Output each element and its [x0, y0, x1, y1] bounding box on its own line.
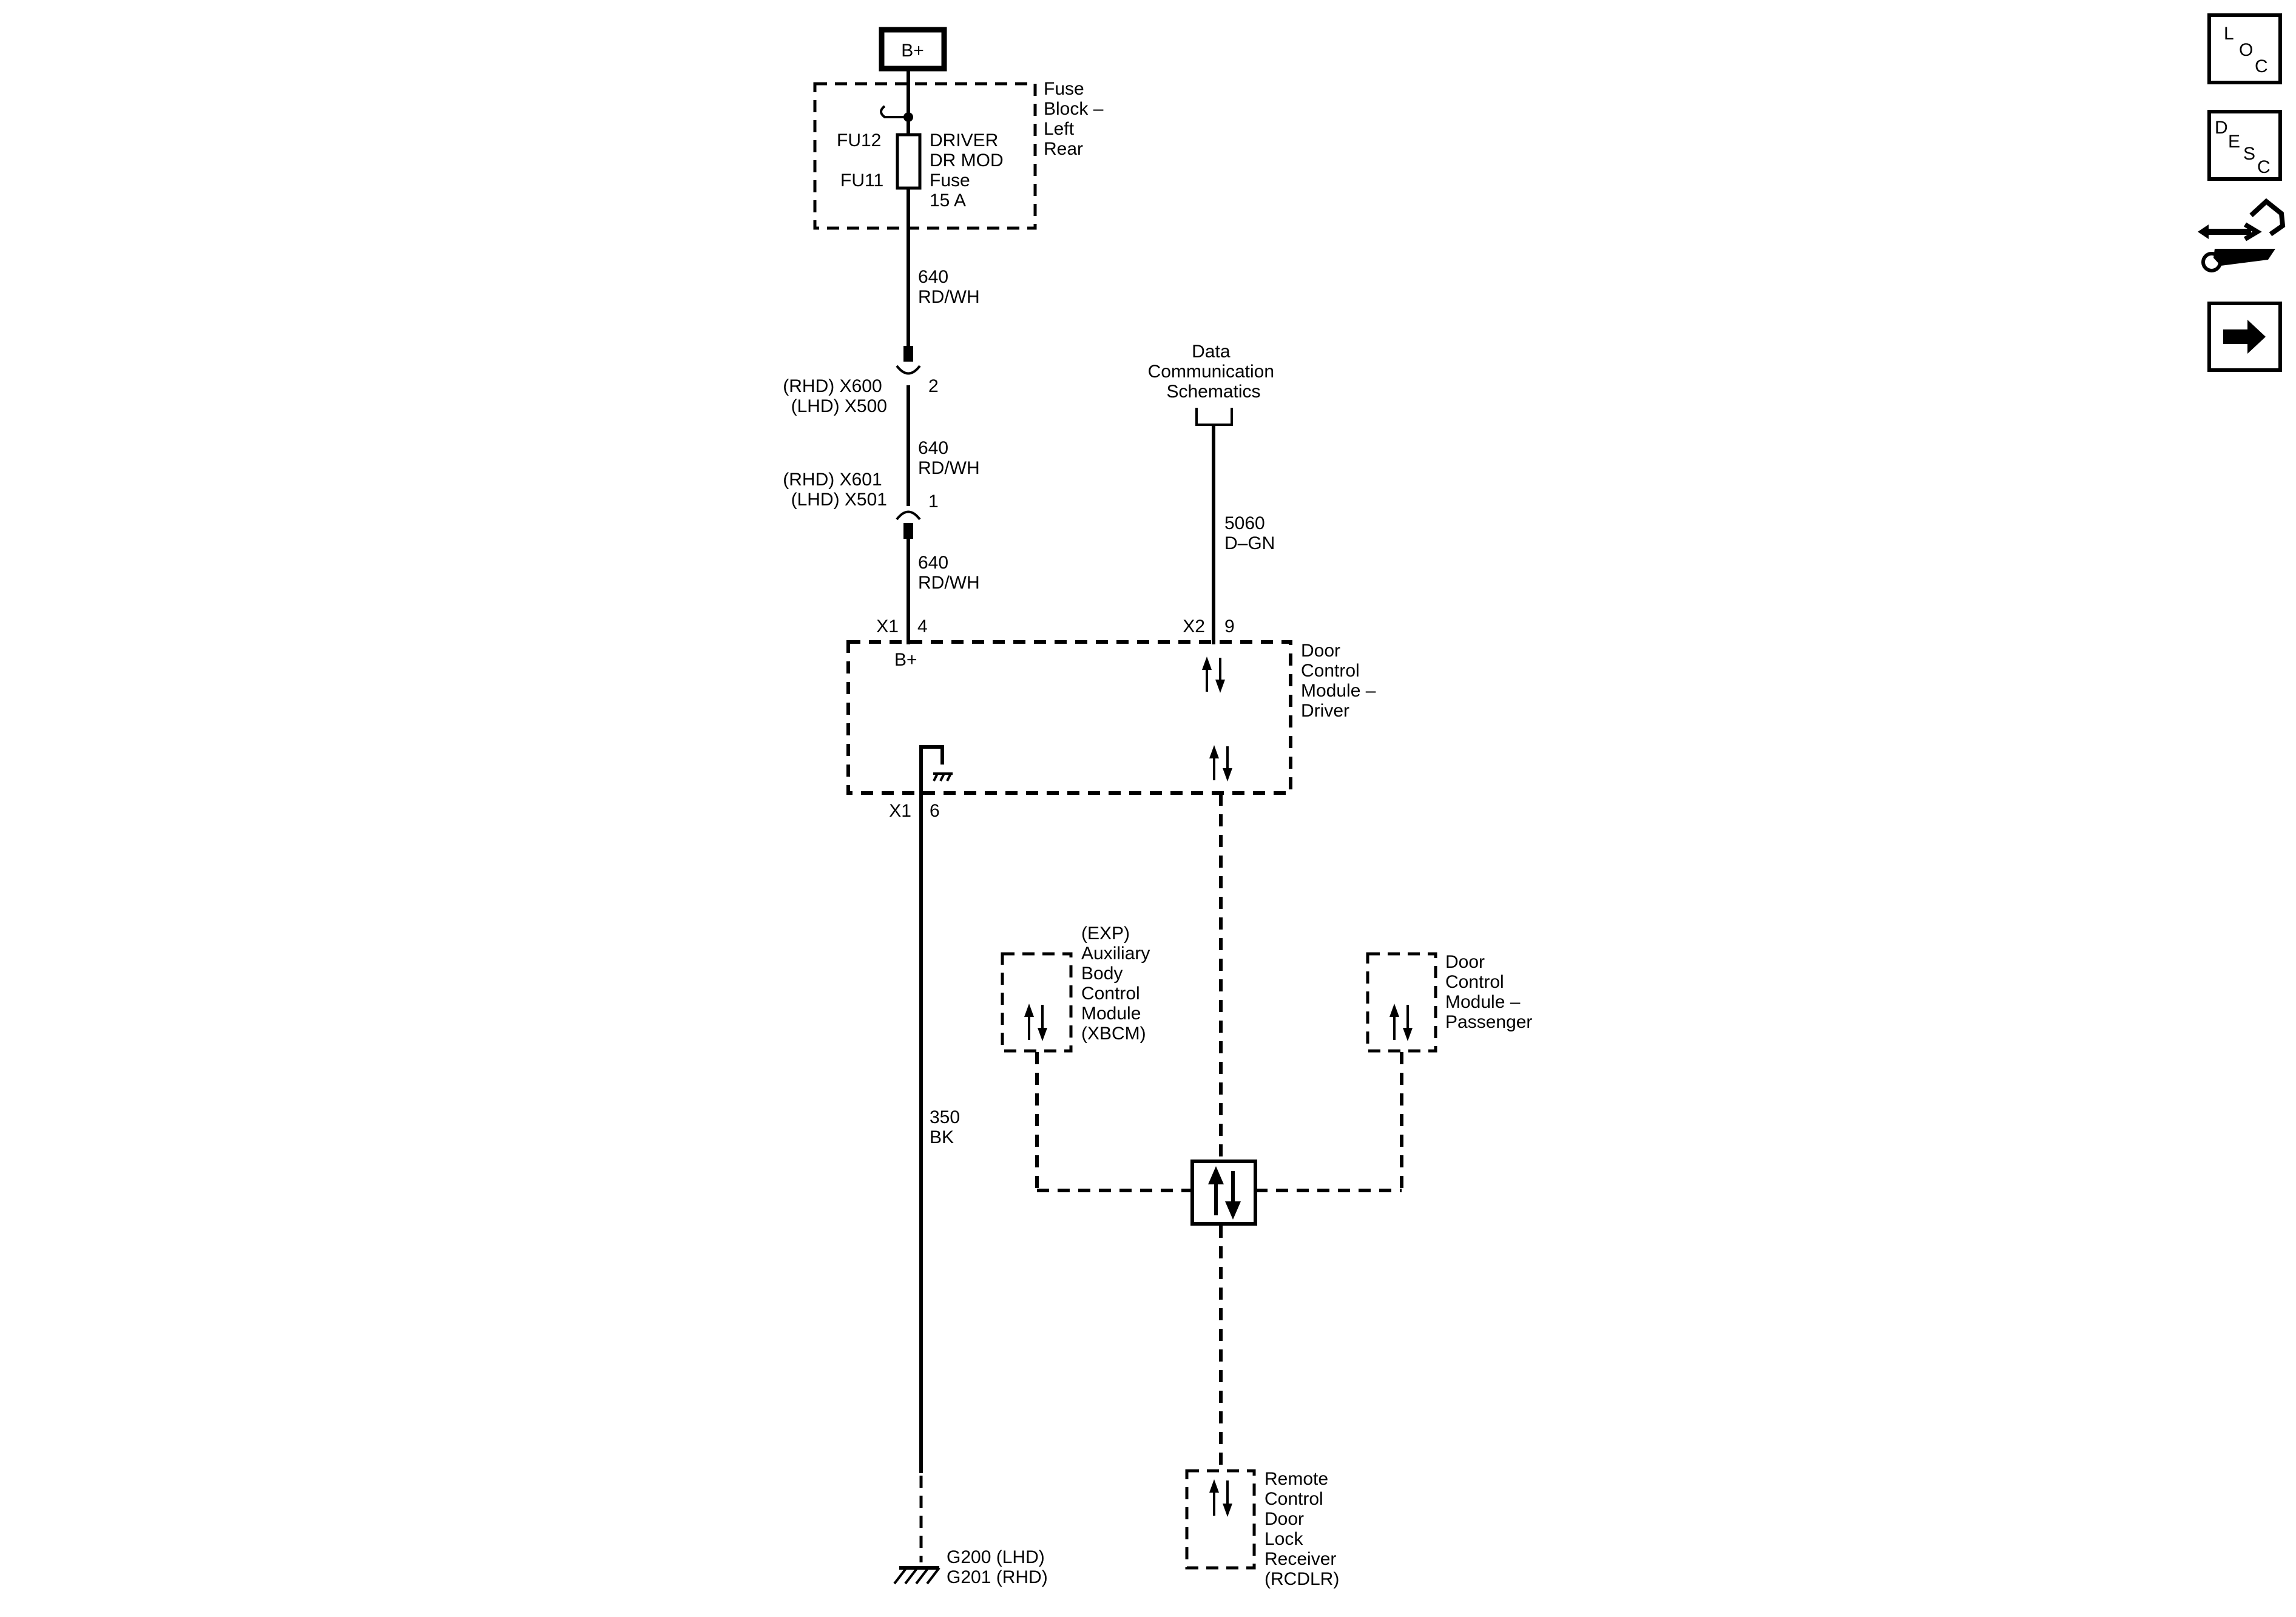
inline-connector-x600-x500: (RHD) X600 (LHD) X500 2: [783, 346, 939, 416]
ground-g200-g201: G200 (LHD) G201 (RHD): [893, 1547, 1050, 1587]
fu12-label: FU12: [837, 130, 881, 150]
svg-text:S: S: [2243, 144, 2255, 164]
wire-640-label-3: 640 RD/WH: [918, 553, 980, 593]
svg-text:C: C: [2257, 157, 2271, 177]
rcdlr-label: Remote Control Door Lock Receiver (RCDLR…: [1264, 1469, 1342, 1589]
fuse-block-name: Fuse Block – Left Rear: [1044, 79, 1109, 159]
circuit-640: 640 RD/WH 640 RD/WH 640 RD/WH: [907, 188, 980, 644]
wire-350-label: 350 BK: [930, 1107, 965, 1147]
ground-label: G200 (LHD) G201 (RHD): [947, 1547, 1050, 1587]
fu11-label: FU11: [840, 170, 883, 191]
data-communication-label: Data Communication Schematics: [1148, 342, 1280, 402]
serial-data-bus: [1035, 794, 1403, 1470]
fuse-block-left-rear: Fuse Block – Left Rear FU12 FU11 DRIVER …: [813, 69, 1109, 230]
door-control-module-passenger: Door Control Module – Passenger: [1366, 952, 1532, 1053]
dcm-x2-top-label: X2: [1183, 616, 1205, 636]
svg-text:C: C: [2255, 56, 2268, 76]
dcm-passenger-label: Door Control Module – Passenger: [1445, 952, 1532, 1032]
fuse-label: DRIVER DR MOD Fuse 15 A: [930, 130, 1008, 211]
serial-data-arrows-icon: [1389, 1004, 1413, 1041]
data-communication-reference: Data Communication Schematics 5060 D–GN: [1148, 342, 1280, 644]
desc-button[interactable]: D E S C: [2207, 110, 2282, 181]
battery-label: B+: [901, 41, 924, 61]
auxiliary-body-control-module: (EXP) Auxiliary Body Control Module (XBC…: [1001, 923, 1155, 1053]
next-page-button[interactable]: [2207, 302, 2282, 372]
connector-end-view-icon[interactable]: [2198, 198, 2286, 272]
xbcm-label: (EXP) Auxiliary Body Control Module (XBC…: [1081, 923, 1155, 1044]
serial-data-arrows-icon: [1024, 1004, 1047, 1041]
loc-button[interactable]: L O C: [2207, 13, 2282, 84]
circuit-350: 350 BK: [919, 794, 965, 1562]
svg-text:E: E: [2228, 132, 2240, 152]
connector-x601-pin: 1: [928, 491, 939, 511]
dcm-bplus-label: B+: [894, 650, 917, 670]
dcm-pin-4: 4: [917, 616, 928, 636]
arrow-right-icon: [2223, 320, 2266, 354]
serial-data-arrows-icon: [1209, 1479, 1232, 1517]
dcm-driver-name: Door Control Module – Driver: [1301, 641, 1381, 721]
wire-5060-label: 5060 D–GN: [1224, 513, 1275, 553]
serial-data-splice-pack: [1190, 1160, 1257, 1226]
serial-data-arrows-icon: [1209, 745, 1232, 781]
svg-text:D: D: [2215, 118, 2228, 138]
connector-x600-pin: 2: [928, 376, 939, 396]
remote-control-door-lock-receiver: Remote Control Door Lock Receiver (RCDLR…: [1185, 1469, 1342, 1589]
battery-power-source: B+: [879, 27, 947, 72]
connector-x601-label: (RHD) X601 (LHD) X501: [783, 470, 887, 510]
dcm-pin-6: 6: [930, 801, 940, 821]
door-control-module-driver: Door Control Module – Driver X1 4 X2 9 B…: [846, 616, 1381, 821]
serial-data-arrows-icon: [1202, 657, 1225, 693]
svg-text:O: O: [2239, 40, 2253, 60]
inline-connector-x601-x501: (RHD) X601 (LHD) X501 1: [783, 470, 939, 539]
connector-x600-label: (RHD) X600 (LHD) X500: [783, 376, 887, 416]
dcm-pin-9: 9: [1224, 616, 1235, 636]
fuse-symbol: [896, 133, 922, 190]
wire-640-label-2: 640 RD/WH: [918, 438, 980, 478]
svg-text:L: L: [2224, 24, 2234, 44]
dcm-x1-bottom-label: X1: [889, 801, 911, 821]
wire-640-label-1: 640 RD/WH: [918, 267, 980, 307]
chassis-ground-icon: [919, 745, 953, 794]
dcm-x1-top-label: X1: [876, 616, 899, 636]
